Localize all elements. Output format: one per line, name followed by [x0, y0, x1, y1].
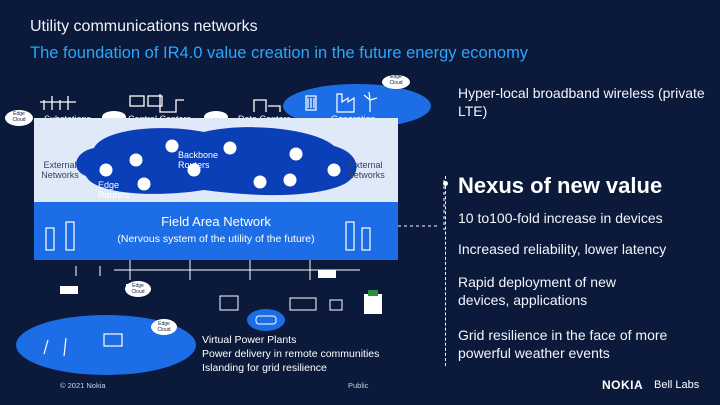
edge-routers-label: Edge Routers — [98, 180, 130, 200]
copyright: © 2021 Nokia — [60, 381, 106, 390]
nokia-logo: NOKIA — [602, 378, 644, 392]
value-item: Increased reliability, lower latency — [458, 241, 667, 257]
edge-cloud-bottom-icon — [151, 319, 177, 335]
hyper-local-text: Hyper-local broadband wireless (private … — [458, 85, 705, 119]
edge-cloud-left-icon — [5, 110, 33, 126]
nexus-heading: Nexus of new value — [458, 173, 663, 198]
islanding-bubble — [16, 315, 196, 375]
bell-labs-logo: Bell Labs — [654, 379, 700, 391]
backbone-cloud — [76, 127, 357, 196]
vertical-divider — [445, 176, 447, 366]
value-item: 10 to100-fold increase in devices — [458, 210, 663, 226]
field-area-network-band — [34, 202, 398, 260]
edge-cloud-mid-icon — [125, 281, 151, 297]
building-icon — [364, 290, 382, 314]
vpp-item: Virtual Power Plants — [202, 334, 297, 346]
page-title: Utility communications networks — [30, 18, 258, 35]
ev-bubble — [247, 309, 285, 331]
nexus-dot — [443, 181, 448, 186]
page-subtitle: The foundation of IR4.0 value creation i… — [30, 44, 529, 62]
field-area-network-title: Field Area Network — [161, 214, 271, 229]
right-panel: Hyper-local broadband wireless (private … — [458, 84, 708, 120]
external-networks-left: External Networks — [41, 160, 79, 180]
edge-cloud-left-label: Edge Cloud — [12, 111, 26, 123]
backbone-routers-label: Backbone Routers — [178, 150, 219, 170]
value-item: Grid resilience in the face of more powe… — [458, 327, 668, 361]
field-area-network-subtitle: (Nervous system of the utility of the fu… — [117, 233, 315, 245]
connector-line — [398, 180, 445, 230]
fan-icons — [45, 221, 371, 251]
edge-cloud-mid-label: Edge Cloud — [131, 283, 145, 295]
top-facility-icons — [40, 94, 281, 113]
edge-cloud-icon — [382, 75, 410, 89]
vpp-list: Virtual Power Plants Power delivery in r… — [202, 333, 379, 375]
vpp-item: Islanding for grid resilience — [202, 362, 327, 374]
vpp-item: Power delivery in remote communities — [202, 348, 380, 360]
value-item: Rapid deployment of new devices, applica… — [458, 274, 616, 308]
generation-bubble — [283, 84, 431, 128]
edge-cloud-label: Edge Cloud — [389, 74, 403, 86]
external-networks-right: External Networks — [347, 160, 385, 180]
edge-cloud-bottom-label: Edge Cloud — [157, 321, 171, 333]
classification: Public — [348, 381, 369, 390]
